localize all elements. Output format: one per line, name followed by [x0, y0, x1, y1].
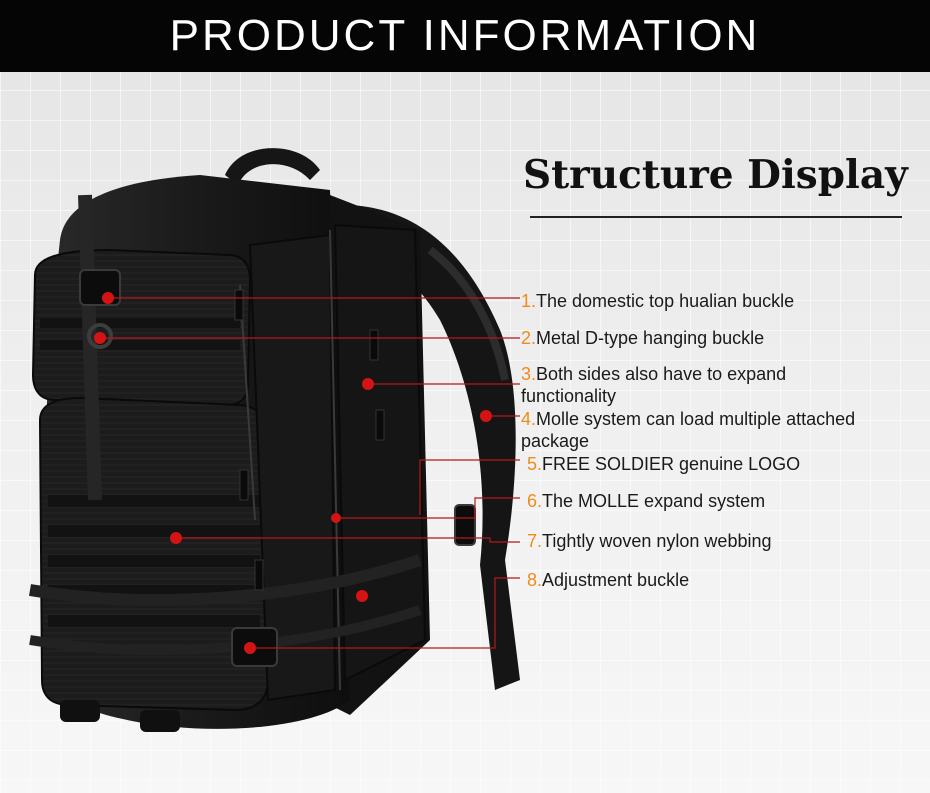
callout-text: Metal D-type hanging buckle [536, 328, 765, 348]
callout-text: Both sides also have to expand [536, 364, 787, 384]
callout-number: 3. [521, 364, 537, 384]
callout-1: 1.The domestic top hualian buckle [521, 290, 794, 312]
callout-text: FREE SOLDIER genuine LOGO [542, 454, 801, 474]
callout-text-line2: functionality [521, 386, 617, 406]
callout-number: 8. [527, 570, 543, 590]
callout-8: 8.Adjustment buckle [527, 569, 689, 591]
callout-text: Tightly woven nylon webbing [542, 531, 772, 551]
callout-number: 2. [521, 328, 537, 348]
callout-number: 5. [527, 454, 543, 474]
callout-text: The MOLLE expand system [542, 491, 766, 511]
callout-number: 6. [527, 491, 543, 511]
title-divider [530, 216, 902, 218]
banner-title: PRODUCT INFORMATION [169, 11, 761, 60]
callout-3: 3.Both sides also have to expand functio… [521, 363, 786, 407]
callout-5: 5.FREE SOLDIER genuine LOGO [527, 453, 800, 475]
section-title: Structure Display [523, 152, 908, 198]
callout-text: Adjustment buckle [542, 570, 690, 590]
callout-number: 7. [527, 531, 543, 551]
callout-number: 4. [521, 409, 537, 429]
header-banner: PRODUCT INFORMATION [0, 0, 930, 72]
callout-text: Molle system can load multiple attached [536, 409, 856, 429]
callout-2: 2.Metal D-type hanging buckle [521, 327, 764, 349]
callout-7: 7.Tightly woven nylon webbing [527, 530, 771, 552]
callout-number: 1. [521, 291, 537, 311]
callout-text: The domestic top hualian buckle [536, 291, 795, 311]
callout-text-line2: package [521, 431, 590, 451]
callout-6: 6.The MOLLE expand system [527, 490, 765, 512]
callout-4: 4.Molle system can load multiple attache… [521, 408, 855, 452]
